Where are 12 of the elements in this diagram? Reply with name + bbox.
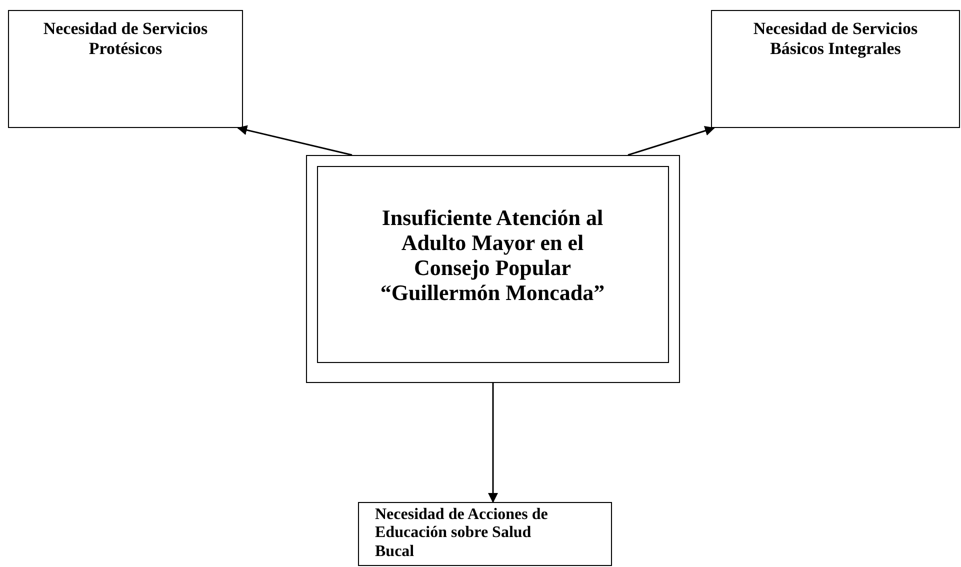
box-text: Insuficiente Atención al Adulto Mayor en el Consejo Popular “Guillermón Moncada” <box>379 204 606 306</box>
arrow <box>628 126 715 156</box>
frame-box <box>306 155 680 383</box>
arrow <box>488 383 498 503</box>
text-box <box>358 502 612 566</box>
inner-box <box>316 166 668 362</box>
text-box <box>8 10 243 128</box>
text-box <box>711 10 960 128</box>
box-text: Necesidad de Servicios Protésicos <box>42 19 209 60</box>
box-text: Necesidad de Acciones de Educación sobre Salud Bucal <box>375 506 549 562</box>
box-text: Necesidad de Servicios Básicos Integrales <box>752 19 919 60</box>
arrow <box>237 125 352 156</box>
